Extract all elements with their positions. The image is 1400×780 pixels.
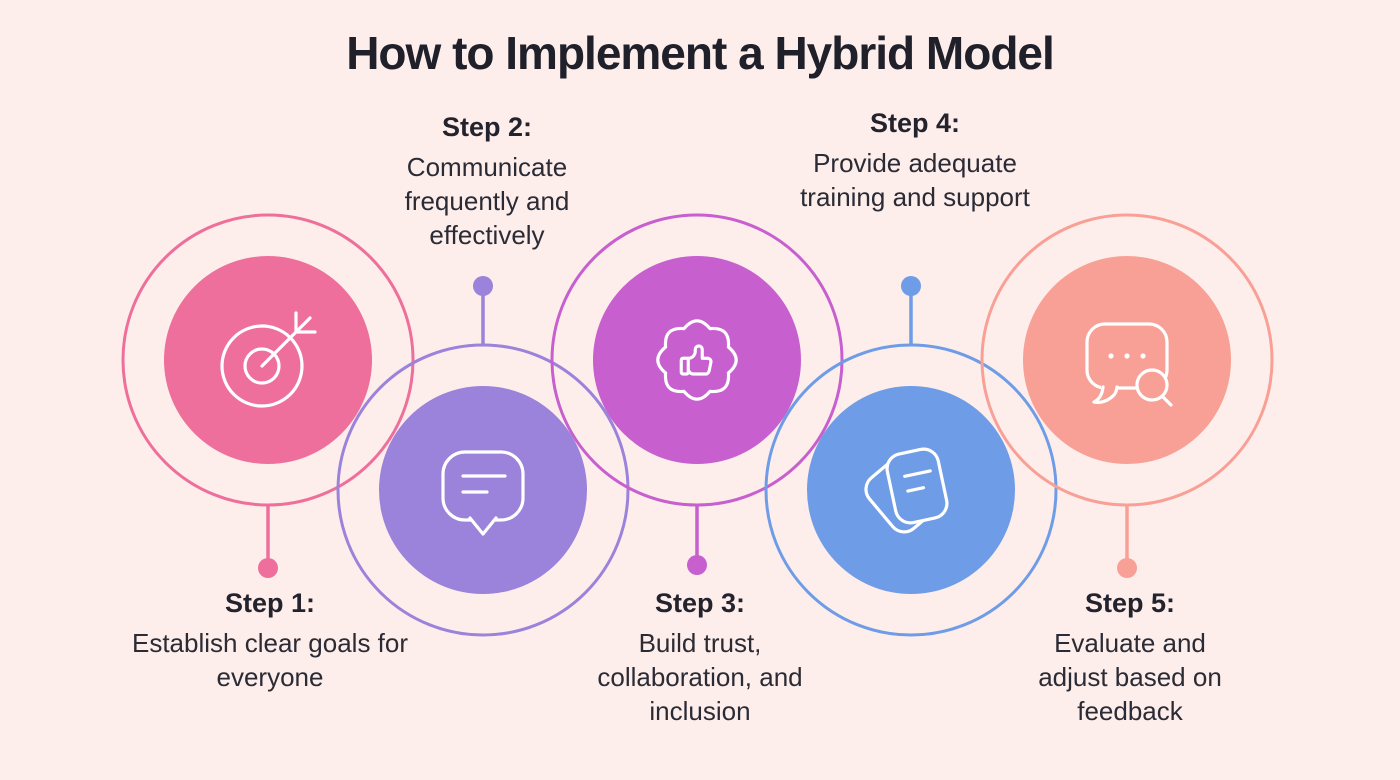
chat-search-icon (1085, 322, 1173, 407)
step2-circle (379, 386, 587, 594)
step3-text: Step 3: Build trust, collaboration, and … (569, 588, 831, 728)
step1-description: Establish clear goals for everyone (131, 628, 409, 692)
step5-description: Evaluate and adjust based on feedback (1038, 628, 1222, 726)
chat-bubble-icon (441, 450, 525, 536)
page-title: How to Implement a Hybrid Model (346, 27, 1055, 79)
step3-label: Step 3: (654, 588, 746, 618)
step2-text: Step 2: Communicate frequently and effec… (372, 112, 602, 252)
step1-text: Step 1: Establish clear goals for everyo… (120, 588, 420, 695)
step5-circle (1023, 256, 1231, 464)
step2-label: Step 2: (441, 112, 533, 142)
step2-connector-dot (473, 276, 493, 296)
step1-label: Step 1: (224, 588, 316, 618)
step4-connector-dot (901, 276, 921, 296)
step3-description: Build trust, collaboration, and inclusio… (597, 628, 803, 726)
stacked-cards-icon (864, 447, 949, 534)
step4-text: Step 4: Provide adequate training and su… (784, 108, 1046, 215)
step3-circle (593, 256, 801, 464)
step5-connector-dot (1117, 558, 1137, 578)
step1-connector-dot (258, 558, 278, 578)
badge-thumbs-up-icon (656, 319, 738, 401)
step2-description: Communicate frequently and effectively (404, 152, 570, 250)
step4-description: Provide adequate training and support (800, 148, 1030, 212)
step5-text: Step 5: Evaluate and adjust based on fee… (1019, 588, 1241, 728)
step3-connector-dot (687, 555, 707, 575)
step4-label: Step 4: (869, 108, 961, 138)
target-arrow-icon (220, 311, 317, 408)
step5-label: Step 5: (1084, 588, 1176, 618)
